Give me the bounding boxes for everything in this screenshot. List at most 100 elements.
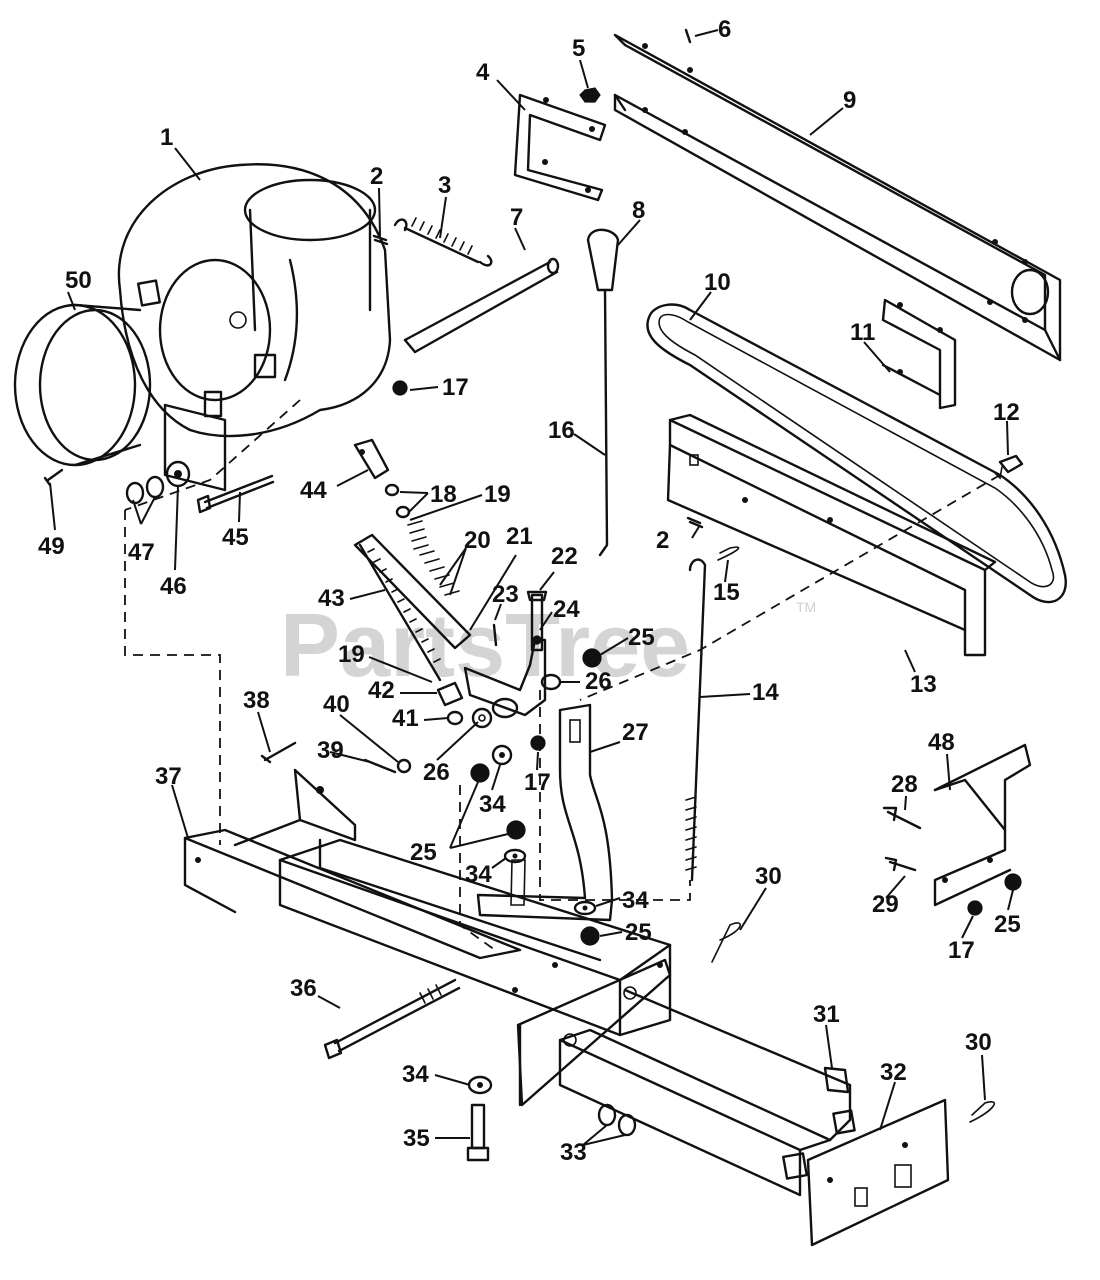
rod-43 — [358, 543, 442, 682]
hairpin-30b — [969, 1101, 996, 1123]
callout-2b: 2 — [656, 527, 669, 554]
callout-25d: 25 — [994, 911, 1021, 938]
callout-33: 33 — [560, 1139, 587, 1166]
callout-38: 38 — [243, 687, 270, 714]
callout-43: 43 — [318, 585, 345, 612]
alignment-line-4 — [539, 690, 691, 901]
callout-27: 27 — [622, 719, 649, 746]
callout-34a: 34 — [479, 791, 506, 818]
nut-25a — [582, 648, 602, 668]
end-plate-32 — [806, 1098, 950, 1247]
drive-belt — [646, 303, 1067, 604]
callout-34d: 34 — [402, 1061, 429, 1088]
alignment-line-2 — [124, 399, 301, 511]
callout-3: 3 — [438, 172, 451, 199]
bolt-22 — [526, 590, 548, 652]
nut-17a — [392, 380, 408, 396]
callout-29: 29 — [872, 891, 899, 918]
link-plate-21 — [353, 533, 472, 650]
nut-40 — [396, 758, 412, 774]
threaded-rod — [685, 558, 707, 882]
hairpin-15 — [717, 546, 740, 561]
callout-24: 24 — [553, 596, 580, 623]
pin-31 — [823, 1066, 850, 1094]
nut-25c — [506, 820, 526, 840]
callout-30a: 30 — [755, 863, 782, 890]
callout-10: 10 — [704, 269, 731, 296]
callout-26b: 26 — [423, 759, 450, 786]
callout-46: 46 — [160, 573, 187, 600]
callout-25b: 25 — [410, 839, 437, 866]
callout-17b: 17 — [524, 769, 551, 796]
callout-26a: 26 — [585, 668, 612, 695]
callout-30b: 30 — [965, 1029, 992, 1056]
watermark-trademark: TM — [796, 599, 816, 615]
callout-36: 36 — [290, 975, 317, 1002]
callout-39: 39 — [317, 737, 344, 764]
washer-34a — [491, 744, 513, 766]
hitch-tubes — [558, 986, 856, 1197]
callout-labels: 1 50 2 3 4 5 6 7 8 9 10 11 12 13 17 16 2… — [38, 16, 1021, 1166]
clevis — [353, 438, 390, 480]
callout-11: 11 — [850, 319, 875, 346]
bolt-12 — [994, 454, 1024, 480]
long-channel — [613, 33, 1062, 362]
callout-19a: 19 — [484, 481, 511, 508]
callout-23: 23 — [492, 581, 519, 608]
callout-15: 15 — [713, 579, 740, 606]
small-bracket-11 — [881, 298, 957, 410]
callout-4: 4 — [476, 59, 490, 86]
callout-37: 37 — [155, 763, 182, 790]
callout-12: 12 — [993, 399, 1020, 426]
washer-34d — [467, 1075, 493, 1095]
callout-25a: 25 — [628, 624, 655, 651]
callout-18: 18 — [430, 481, 457, 508]
callout-9: 9 — [843, 87, 856, 114]
bolt-45 — [196, 474, 275, 514]
callout-6: 6 — [718, 16, 731, 43]
callout-47: 47 — [128, 539, 155, 566]
nut-25b — [470, 763, 490, 783]
callout-34b: 34 — [465, 861, 492, 888]
pin-6 — [684, 28, 692, 44]
callout-44: 44 — [300, 477, 327, 504]
nut-5 — [579, 87, 601, 103]
callout-17c: 17 — [948, 937, 975, 964]
callout-49: 49 — [38, 533, 65, 560]
bolt-28 — [882, 806, 922, 830]
support-channel — [666, 413, 997, 657]
callout-25c: 25 — [625, 919, 652, 946]
callout-41: 41 — [392, 705, 419, 732]
tension-spring — [393, 217, 493, 267]
control-rod — [403, 257, 560, 354]
callout-45: 45 — [222, 524, 249, 551]
washer-26b — [471, 707, 493, 729]
inlet-ring — [13, 303, 227, 492]
hairpin-30a — [711, 922, 741, 963]
alignment-line-1 — [124, 510, 221, 845]
swivel-42 — [436, 681, 464, 707]
bolt-38 — [260, 741, 297, 764]
callout-16: 16 — [548, 417, 575, 444]
callout-5: 5 — [572, 35, 585, 62]
callout-2a: 2 — [370, 163, 383, 190]
spring-clip — [372, 234, 389, 246]
bolt-29 — [884, 856, 917, 872]
pin-23 — [492, 623, 498, 647]
callout-50: 50 — [65, 267, 92, 294]
nut-17b — [530, 735, 546, 751]
washer-46 — [165, 460, 191, 488]
hitch-plate — [516, 958, 672, 1107]
washers-33 — [597, 1103, 637, 1137]
callout-42: 42 — [368, 677, 395, 704]
watermark: PartsTree — [280, 596, 690, 696]
callout-20: 20 — [464, 527, 491, 554]
callout-35: 35 — [403, 1125, 430, 1152]
screw-49 — [43, 468, 64, 487]
callout-7: 7 — [510, 204, 523, 231]
nut-25d — [580, 926, 600, 946]
callout-17a: 17 — [442, 374, 469, 401]
callout-48: 48 — [928, 729, 955, 756]
callout-21: 21 — [506, 523, 533, 550]
